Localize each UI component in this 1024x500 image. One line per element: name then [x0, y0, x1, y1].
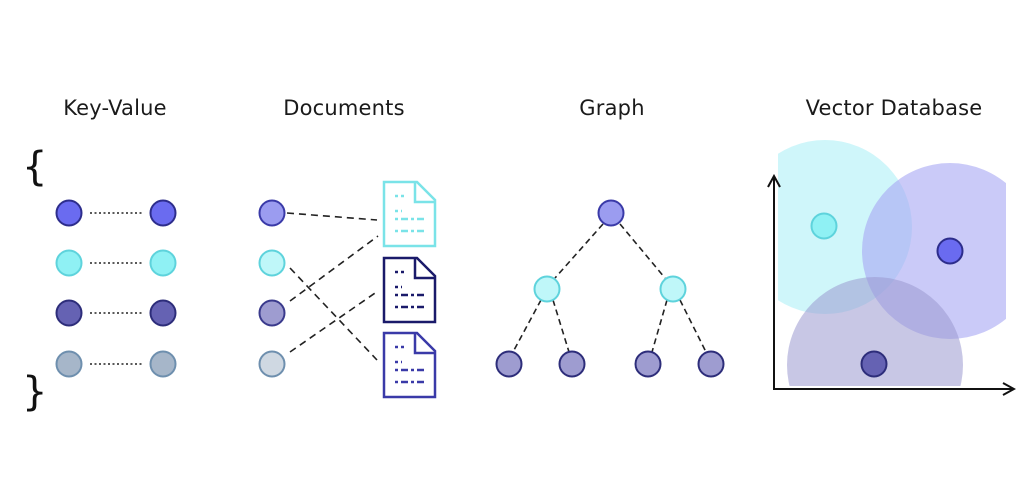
document-key-node	[258, 299, 286, 327]
vector-point	[860, 350, 888, 378]
document-key-node	[258, 249, 286, 277]
doc-link	[286, 212, 378, 221]
graph-edge	[554, 223, 604, 279]
kv-pair-4	[55, 350, 177, 378]
doc-link	[289, 267, 378, 361]
kv-pair-2	[55, 249, 177, 277]
open-brace: {	[22, 144, 47, 190]
value-node	[149, 249, 177, 277]
graph-leaf-node	[634, 350, 662, 378]
document-icon	[382, 180, 437, 248]
graph-edge	[679, 299, 707, 353]
vector-database-panel	[738, 140, 1024, 453]
graph-edge	[552, 299, 570, 353]
navy-cluster-region	[787, 277, 963, 386]
doc-link	[289, 290, 379, 353]
document-icon	[382, 331, 437, 399]
graph-leaf-node	[558, 350, 586, 378]
graph-edge	[651, 299, 668, 353]
vector-point	[810, 212, 838, 240]
document-icon	[382, 256, 437, 324]
close-brace: }	[22, 369, 47, 415]
doc-link	[289, 235, 379, 302]
vector-database-title: Vector Database	[805, 96, 983, 120]
graph-root-node	[597, 199, 625, 227]
document-key-node	[258, 199, 286, 227]
graph-edge	[512, 299, 542, 353]
document-key-node	[258, 350, 286, 378]
key-node	[55, 350, 83, 378]
key-node	[55, 299, 83, 327]
graph-leaf-node	[697, 350, 725, 378]
value-node	[149, 350, 177, 378]
graph-panel	[495, 199, 725, 378]
value-node	[149, 199, 177, 227]
graph-edge	[619, 223, 666, 279]
value-node	[149, 299, 177, 327]
vector-point	[936, 237, 964, 265]
graph-title: Graph	[579, 96, 645, 120]
key-node	[55, 199, 83, 227]
key-node	[55, 249, 83, 277]
graph-node	[659, 275, 687, 303]
documents-panel	[258, 180, 437, 399]
graph-node	[533, 275, 561, 303]
key-value-panel: { }	[22, 144, 177, 415]
documents-title: Documents	[283, 96, 405, 120]
kv-pair-3	[55, 299, 177, 327]
kv-pair-1	[55, 199, 177, 227]
key-value-title: Key-Value	[63, 96, 167, 120]
graph-leaf-node	[495, 350, 523, 378]
